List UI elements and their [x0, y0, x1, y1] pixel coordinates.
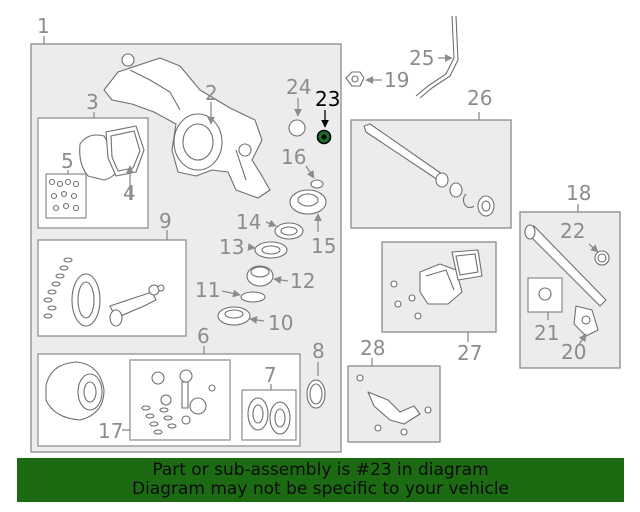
callout-13[interactable]: 13: [219, 235, 244, 259]
callout-27[interactable]: 27: [457, 341, 482, 365]
callout-24[interactable]: 24: [286, 75, 311, 99]
callout-9[interactable]: 9: [159, 209, 172, 233]
o-ring-8: 8: [306, 339, 326, 409]
bolt-set: [48, 178, 80, 212]
box-27: 27: [381, 241, 497, 365]
spider-gear-set: [141, 369, 216, 435]
info-banner: Part or sub-assembly is #23 in diagram D…: [17, 458, 624, 502]
callout-7[interactable]: 7: [264, 363, 277, 387]
sub-box-3: 3 4 5: [37, 90, 149, 229]
shim-stack: [43, 257, 73, 319]
sub-box-6: 6 17 7: [37, 324, 301, 447]
callout-19[interactable]: 19: [384, 68, 409, 92]
callout-25[interactable]: 25: [409, 46, 434, 70]
callout-14[interactable]: 14: [236, 210, 261, 234]
callout-2[interactable]: 2: [205, 81, 218, 105]
callout-5[interactable]: 5: [61, 149, 74, 173]
callout-22[interactable]: 22: [560, 219, 585, 243]
sub-box-9: 9: [37, 209, 187, 337]
callout-23[interactable]: 23: [315, 87, 340, 111]
banner-line-2: Diagram may not be specific to your vehi…: [131, 479, 509, 499]
callout-17[interactable]: 17: [98, 419, 123, 443]
callout-28[interactable]: 28: [360, 336, 385, 360]
callout-20[interactable]: 20: [561, 340, 586, 364]
box-28: 28: [347, 336, 441, 443]
callout-3[interactable]: 3: [86, 90, 99, 114]
callout-12[interactable]: 12: [290, 269, 315, 293]
box-26: 26: [350, 86, 512, 229]
callout-21[interactable]: 21: [534, 321, 559, 345]
callout-26[interactable]: 26: [467, 86, 492, 110]
callout-6[interactable]: 6: [197, 324, 210, 348]
callout-8[interactable]: 8: [312, 339, 325, 363]
parts-diagram: 1 2 3 4 5 9: [30, 14, 621, 453]
callout-11[interactable]: 11: [195, 278, 220, 302]
callout-4[interactable]: 4: [123, 181, 136, 205]
callout-18[interactable]: 18: [566, 181, 591, 205]
callout-10[interactable]: 10: [268, 311, 293, 335]
callout-15[interactable]: 15: [311, 234, 336, 258]
callout-16[interactable]: 16: [281, 145, 306, 169]
bearing-column: 24 16 15 14 13 12 11 10: [195, 75, 336, 335]
axle-housing: 2: [103, 53, 271, 199]
box-18: 18 22 21 20: [519, 181, 621, 369]
banner-line-1: Part or sub-assembly is #23 in diagram: [152, 460, 489, 480]
nut-19: 19: [345, 68, 409, 92]
highlighted-part-23[interactable]: 23: [315, 87, 340, 145]
vent-tube-25: 25: [409, 15, 459, 99]
callout-1[interactable]: 1: [37, 14, 50, 38]
